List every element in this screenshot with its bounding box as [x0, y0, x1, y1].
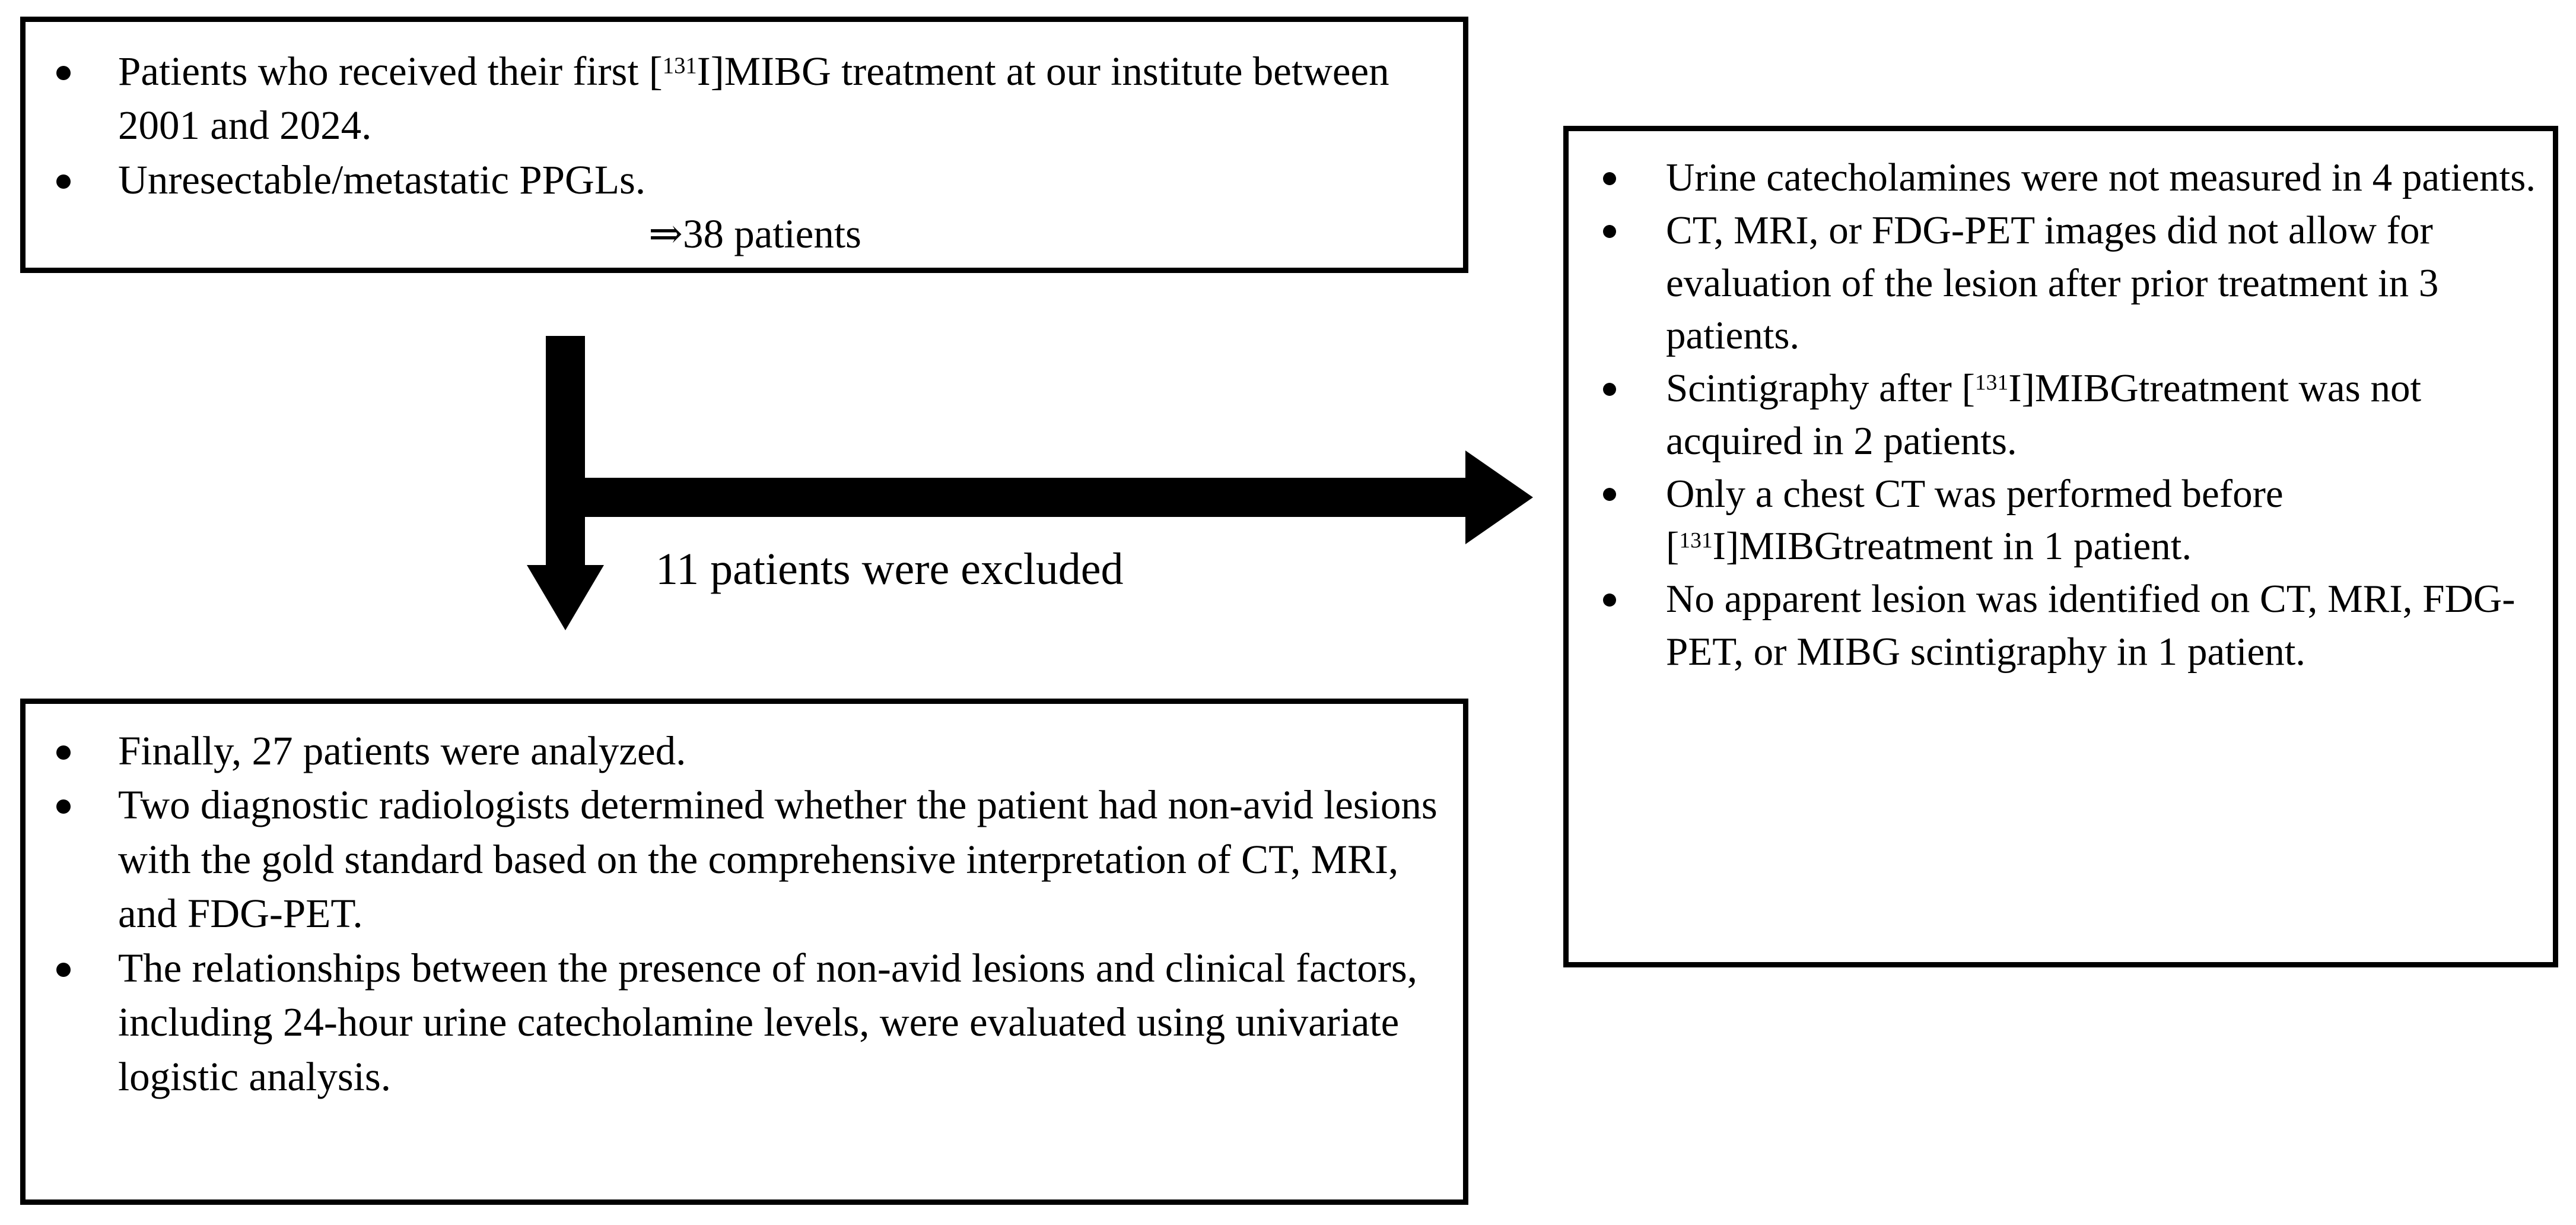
right-arrow-head-icon	[1465, 450, 1533, 544]
exclusion-bullet-4-suffix: I]MIBGtreatment in 1 patient.	[1712, 524, 2192, 569]
bullet-point-icon	[1603, 488, 1616, 502]
analysis-methods-box: Finally, 27 patients were analyzed. Two …	[20, 699, 1468, 1205]
bullet-point-icon	[56, 799, 71, 814]
right-arrow-shaft	[546, 478, 1467, 517]
isotope-superscript: 131	[662, 53, 697, 78]
down-arrow-shaft	[546, 336, 585, 569]
exclusion-bullet-list: Urine catecholamines were not measured i…	[1576, 151, 2537, 678]
isotope-superscript: 131	[1679, 528, 1713, 553]
exclusion-bullet-4-prefix: Only a chest CT was performed before [	[1666, 471, 2284, 569]
list-item: Unresectable/metastatic PPGLs.	[31, 153, 1443, 207]
bullet-point-icon	[1603, 172, 1616, 185]
exclusion-bullet-2-text: CT, MRI, or FDG-PET images did not allow…	[1666, 208, 2439, 358]
exclusion-reasons-box: Urine catecholamines were not measured i…	[1563, 126, 2558, 967]
analysis-box-content: Finally, 27 patients were analyzed. Two …	[26, 704, 1463, 1104]
list-item: Two diagnostic radiologists determined w…	[31, 778, 1443, 941]
exclusion-bullet-3-prefix: Scintigraphy after [	[1666, 366, 1975, 411]
analysis-bullet-list: Finally, 27 patients were analyzed. Two …	[31, 724, 1443, 1104]
bullet-point-icon	[1603, 224, 1616, 238]
exclusion-bullet-3-suffix: I]MIBGtreatment was not acquired in 2 pa…	[1666, 366, 2422, 463]
list-item: Only a chest CT was performed before [13…	[1576, 468, 2537, 573]
inclusion-criteria-box: Patients who received their first [131I]…	[20, 17, 1468, 273]
list-item: Patients who received their first [131I]…	[31, 45, 1443, 153]
inclusion-bullet-1-prefix: Patients who received their first [	[118, 49, 663, 94]
inclusion-summary-count: ⇒38 patients	[648, 211, 861, 257]
exclusion-arrow-label: 11 patients were excluded	[656, 544, 1124, 594]
list-item: Finally, 27 patients were analyzed.	[31, 724, 1443, 778]
exclusion-box-content: Urine catecholamines were not measured i…	[1569, 131, 2553, 678]
inclusion-box-content: Patients who received their first [131I]…	[26, 22, 1463, 262]
inclusion-bullet-list: Patients who received their first [131I]…	[31, 45, 1443, 207]
down-arrow-head-icon	[527, 565, 604, 630]
list-item: CT, MRI, or FDG-PET images did not allow…	[1576, 204, 2537, 362]
bullet-point-icon	[1603, 593, 1616, 607]
bullet-point-icon	[56, 962, 71, 977]
list-item: Urine catecholamines were not measured i…	[1576, 151, 2537, 204]
bullet-point-icon	[56, 65, 71, 80]
list-item: The relationships between the presence o…	[31, 941, 1443, 1104]
analysis-bullet-3-text: The relationships between the presence o…	[118, 945, 1417, 1099]
analysis-bullet-1-text: Finally, 27 patients were analyzed.	[118, 728, 686, 773]
bullet-point-icon	[1603, 382, 1616, 396]
list-item: No apparent lesion was identified on CT,…	[1576, 573, 2537, 678]
inclusion-bullet-1-suffix: I]MIBG treatment at our institute betwee…	[118, 49, 1389, 148]
exclusion-bullet-1-text: Urine catecholamines were not measured i…	[1666, 155, 2536, 199]
list-item: Scintigraphy after [131I]MIBGtreatment w…	[1576, 362, 2537, 468]
exclusion-bullet-5-text: No apparent lesion was identified on CT,…	[1666, 577, 2515, 674]
bullet-point-icon	[56, 745, 71, 760]
inclusion-bullet-2-text: Unresectable/metastatic PPGLs.	[118, 157, 646, 202]
bullet-point-icon	[56, 174, 71, 189]
isotope-superscript: 131	[1974, 370, 2009, 395]
analysis-bullet-2-text: Two diagnostic radiologists determined w…	[118, 782, 1438, 937]
